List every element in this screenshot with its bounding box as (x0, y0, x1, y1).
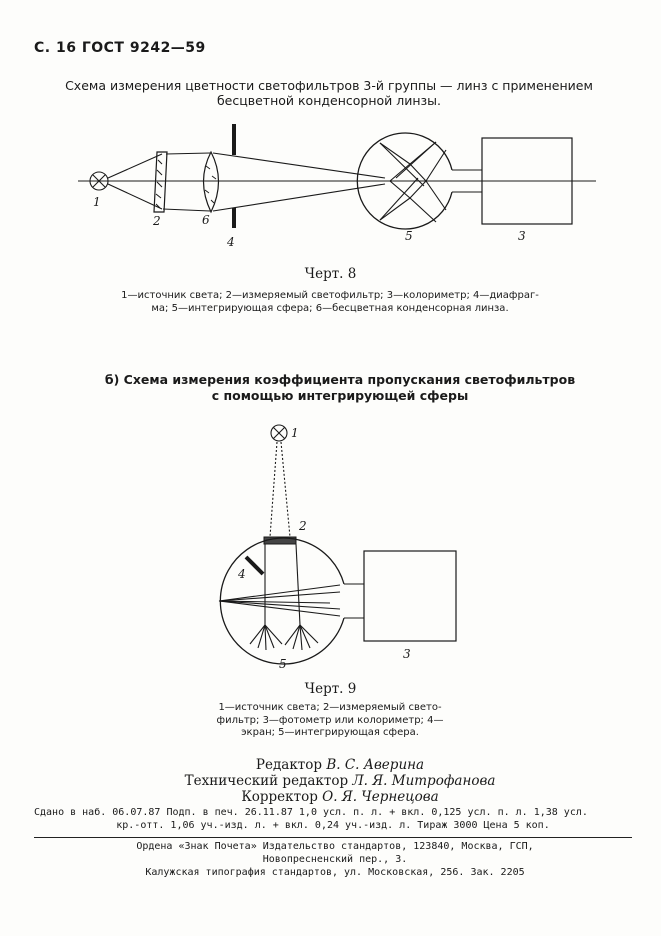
credit-name: В. С. Аверина (326, 757, 425, 773)
divider (34, 837, 632, 838)
imprint-block: Сдано в наб. 06.07.87 Подп. в печ. 26.11… (34, 806, 632, 832)
credit-role: Редактор (255, 757, 323, 773)
page-header: С. 16 ГОСТ 9242—59 (34, 40, 206, 56)
publisher-block: Ордена «Знак Почета» Издательство станда… (80, 840, 590, 879)
credit-name: Л. Я. Митрофанова (352, 773, 496, 789)
section-title-line: б) Схема измерения коэффициента пропуска… (104, 372, 576, 387)
legend-line: фильтр; 3—фотометр или колориметр; 4— (216, 714, 444, 726)
publisher-line: Новопресненский пер., 3. (262, 854, 408, 865)
figure-9-legend: 1—источник света; 2—измеряемый свето- фи… (170, 702, 490, 740)
figure-9-caption: Черт. 9 (304, 681, 357, 697)
light-source-icon (89, 171, 109, 191)
fig9-label: 5 (279, 657, 287, 671)
credit-tech-editor: Технический редактор Л. Я. Митрофанова (100, 773, 580, 789)
legend-line: 1—источник света; 2—измеряемый свето- (218, 702, 442, 713)
fig8-label: 3 (518, 229, 526, 243)
section-title-line: бесцветной конденсорной линзы. (216, 93, 442, 108)
credit-name: О. Я. Чернецова (322, 789, 439, 805)
figure-8-legend: 1—источник света; 2—измеряемый светофиль… (70, 290, 590, 315)
legend-line: ма; 5—интегрирующая сфера; 6—бесцветная … (151, 302, 509, 314)
colorimeter-box (481, 137, 573, 225)
credit-editor: Редактор В. С. Аверина (100, 757, 580, 773)
imprint-line: кр.-отт. 1,06 уч.-изд. л. + вкл. 0,24 уч… (116, 820, 550, 831)
credit-role: Корректор (241, 789, 318, 805)
credit-corrector: Корректор О. Я. Чернецова (100, 789, 580, 805)
credits-block: Редактор В. С. Аверина Технический редак… (100, 757, 580, 805)
publisher-line: Калужская типография стандартов, ул. Мос… (145, 867, 525, 878)
photometer-box (363, 550, 457, 642)
filter-element (153, 151, 168, 213)
credit-role: Технический редактор (184, 773, 349, 789)
fig9-label: 1 (291, 426, 299, 440)
integrating-sphere (356, 132, 453, 230)
imprint-line: Сдано в наб. 06.07.87 Подп. в печ. 26.11… (34, 807, 588, 818)
section-title-line: Схема измерения цветности светофильтров … (65, 78, 593, 93)
section-title-line: с помощью интегрирующей сферы (211, 388, 469, 403)
fig8-label: 1 (93, 195, 101, 209)
fig9-label: 3 (403, 647, 411, 661)
publisher-line: Ордена «Знак Почета» Издательство станда… (136, 841, 534, 852)
sphere-screen (244, 555, 265, 576)
fig8-label: 6 (202, 213, 210, 227)
reflected-rays (249, 624, 319, 651)
section-title-fig8: Схема измерения цветности светофильтров … (34, 78, 624, 108)
figure-8-caption: Черт. 8 (304, 266, 357, 282)
fig8-label: 5 (405, 229, 413, 243)
legend-line: экран; 5—интегрирующая сфера. (241, 727, 419, 738)
fig9-label: 4 (237, 567, 246, 581)
fig8-label: 2 (152, 214, 161, 228)
legend-line: 1—источник света; 2—измеряемый светофиль… (121, 290, 539, 301)
section-title-fig9: б) Схема измерения коэффициента пропуска… (60, 372, 620, 404)
light-source-icon (270, 424, 288, 442)
fig8-label: 4 (226, 235, 235, 249)
fig9-label: 2 (298, 519, 307, 533)
condenser-lens (202, 150, 220, 214)
